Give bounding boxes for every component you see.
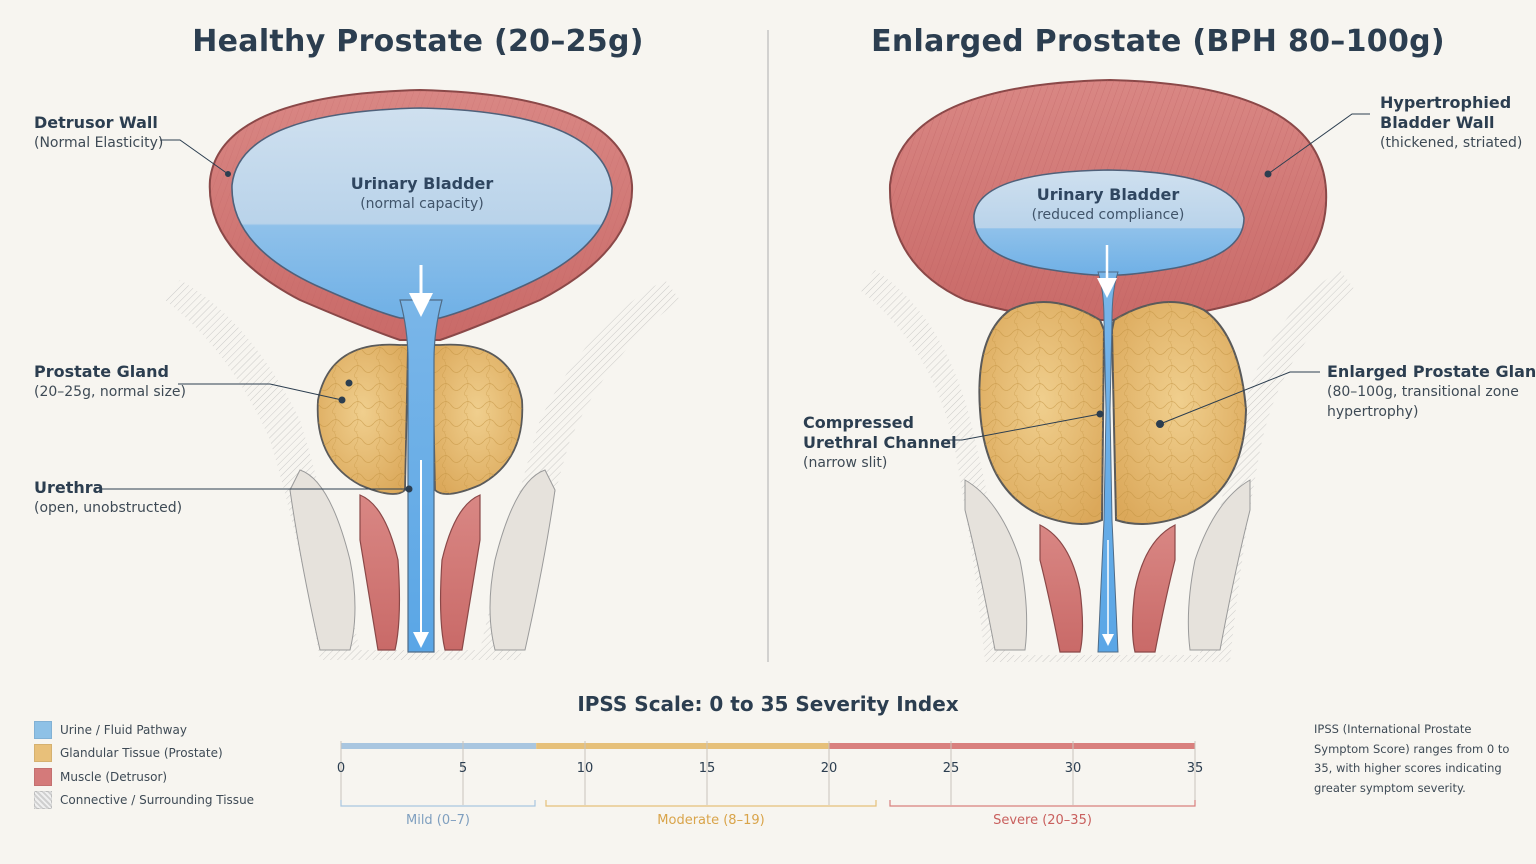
urethra-title: Urethra — [34, 478, 104, 497]
scale-tick-label-0: 0 — [337, 761, 345, 776]
scale-bracket-1 — [545, 800, 877, 807]
legend-label-connective: Connective / Surrounding Tissue — [60, 793, 255, 808]
enlarged-gland-sub-1: (80–100g, transitional zone — [1327, 384, 1519, 400]
compressed-channel-sub: (narrow slit) — [803, 455, 888, 471]
scale-band-0 — [341, 743, 537, 749]
urethra-sub: (open, unobstructed) — [34, 500, 183, 516]
left-panel-title: Healthy Prostate (20–25g) — [192, 24, 644, 59]
hypertrophied-wall-sub: (thickened, striated) — [1380, 135, 1523, 151]
legend-swatch-muscle — [34, 767, 52, 786]
healthy-anatomy — [165, 88, 680, 660]
ipss-note: IPSS (International Prostate Symptom Sco… — [1314, 722, 1510, 795]
prostate-gland-sub: (20–25g, normal size) — [34, 384, 186, 400]
hypertrophied-wall-title-2: Bladder Wall — [1380, 113, 1495, 132]
scale-tick-label-3: 15 — [699, 761, 716, 776]
compressed-channel-label: Compressed Urethral Channel (narrow slit… — [803, 413, 957, 473]
detrusor-wall-sub: (Normal Elasticity) — [34, 135, 164, 151]
legend-item-connective: Connective / Surrounding Tissue — [34, 789, 254, 813]
compressed-channel-title-1: Compressed — [803, 413, 914, 432]
legend-label-urine: Urine / Fluid Pathway — [60, 722, 187, 737]
legend-item-muscle: Muscle (Detrusor) — [34, 765, 254, 789]
compressed-channel-title-2: Urethral Channel — [803, 433, 957, 452]
scale-tick-label-2: 10 — [577, 761, 594, 776]
scale-tick-label-6: 30 — [1065, 761, 1082, 776]
legend: Urine / Fluid Pathway Glandular Tissue (… — [34, 718, 254, 812]
urethra-label: Urethra (open, unobstructed) — [34, 478, 182, 518]
scale-band-1 — [536, 743, 829, 749]
scale-band-label-2: Severe (20–35) — [993, 813, 1092, 828]
enlarged-bladder-label: Urinary Bladder (reduced compliance) — [1008, 185, 1208, 225]
healthy-bladder-title: Urinary Bladder — [350, 174, 494, 193]
scale-tick-label-1: 5 — [459, 761, 467, 776]
enlarged-leader-lines — [944, 113, 1370, 441]
detrusor-wall-title: Detrusor Wall — [34, 113, 158, 132]
scale-tick-label-7: 35 — [1187, 761, 1204, 776]
scale-tick-label-5: 25 — [943, 761, 960, 776]
enlarged-bladder — [973, 169, 1245, 276]
prostate-gland-label: Prostate Gland (20–25g, normal size) — [34, 362, 186, 402]
legend-label-muscle: Muscle (Detrusor) — [60, 769, 168, 784]
enlarged-gland-label: Enlarged Prostate Gland (80–100g, transi… — [1327, 362, 1536, 422]
legend-item-urine: Urine / Fluid Pathway — [34, 718, 254, 742]
scale-tick-label-4: 20 — [821, 761, 838, 776]
scale-band-label-1: Moderate (8–19) — [657, 813, 764, 828]
scale-bracket-0 — [340, 800, 536, 807]
ipss-scale-title: IPSS Scale: 0 to 35 Severity Index — [577, 692, 959, 716]
legend-item-gland: Glandular Tissue (Prostate) — [34, 742, 254, 766]
enlarged-anatomy — [860, 78, 1355, 662]
enlarged-bladder-title: Urinary Bladder — [1036, 185, 1180, 204]
hypertrophied-wall-title-1: Hypertrophied — [1380, 93, 1512, 112]
legend-swatch-connective — [34, 791, 52, 810]
enlarged-gland-sub-2: hypertrophy) — [1327, 404, 1419, 420]
healthy-leader-lines — [102, 139, 413, 493]
healthy-bladder — [231, 107, 613, 319]
enlarged-bladder-sub: (reduced compliance) — [1031, 207, 1185, 223]
healthy-bladder-sub: (normal capacity) — [360, 196, 484, 212]
prostate-gland-title: Prostate Gland — [34, 362, 169, 381]
hypertrophied-wall-label: Hypertrophied Bladder Wall (thickened, s… — [1380, 93, 1522, 153]
scale-band-2 — [829, 743, 1195, 749]
detrusor-wall-label: Detrusor Wall (Normal Elasticity) — [34, 113, 163, 153]
scale-bracket-2 — [889, 800, 1196, 807]
legend-swatch-gland — [34, 744, 52, 763]
legend-swatch-urine — [34, 720, 52, 739]
legend-label-gland: Glandular Tissue (Prostate) — [60, 746, 223, 761]
scale-band-label-0: Mild (0–7) — [406, 813, 470, 828]
right-panel-title: Enlarged Prostate (BPH 80–100g) — [871, 24, 1445, 59]
healthy-bladder-label: Urinary Bladder (normal capacity) — [322, 174, 522, 214]
enlarged-gland-title: Enlarged Prostate Gland — [1327, 362, 1536, 381]
